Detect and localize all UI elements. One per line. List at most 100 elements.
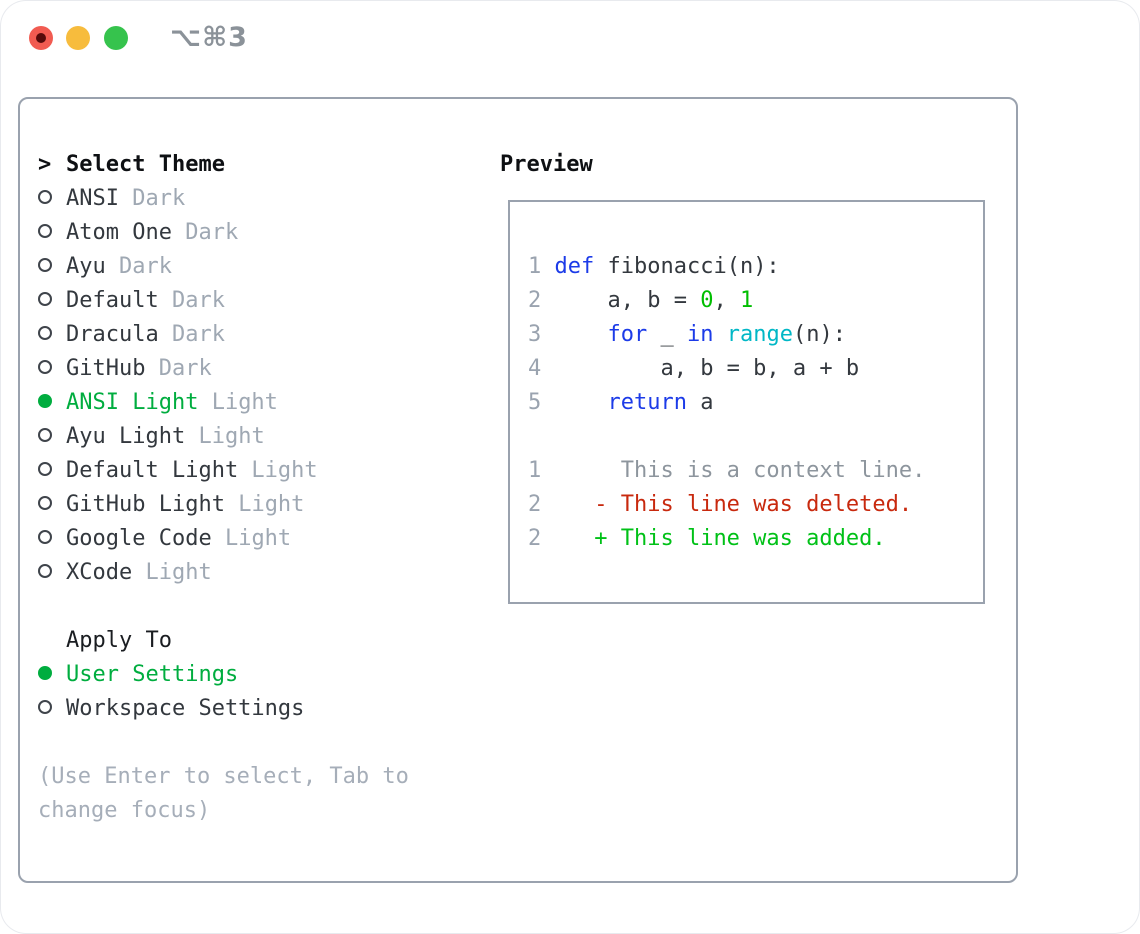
theme-name: Ayu: [66, 254, 106, 279]
line-number: 2: [528, 526, 542, 551]
code-token: [541, 254, 554, 279]
titlebar: ⌥⌘3: [0, 0, 1140, 78]
theme-option-ayu[interactable]: Ayu Dark: [38, 250, 409, 284]
theme-name: Google Code: [66, 526, 212, 551]
code-token-keyword: return: [607, 390, 687, 415]
hint-text-line-2: change focus): [38, 798, 211, 823]
code-line: 1 def fibonacci(n):: [528, 250, 983, 284]
code-token-keyword: def: [554, 254, 595, 279]
theme-option-atom-one[interactable]: Atom One Dark: [38, 216, 409, 250]
radio-icon: [38, 428, 52, 442]
code-token: _: [647, 322, 687, 347]
code-line: 2 + This line was added.: [528, 522, 983, 556]
radio-icon: [38, 190, 52, 204]
theme-option-default-light[interactable]: Default Light Light: [38, 454, 409, 488]
radio-icon: [38, 258, 52, 272]
code-token: a, b =: [541, 288, 701, 313]
apply-option-user-settings[interactable]: User Settings: [38, 658, 409, 692]
spacer: [38, 590, 409, 624]
code-token: [541, 322, 607, 347]
theme-variant-label: Dark: [158, 288, 225, 313]
preview-heading: Preview: [500, 152, 593, 177]
theme-option-github[interactable]: GitHub Dark: [38, 352, 409, 386]
code-line: 2 a, b = 0, 1: [528, 284, 983, 318]
code-token: a, b = b, a + b: [541, 356, 860, 381]
radio-icon: [38, 530, 52, 544]
theme-option-ansi[interactable]: ANSI Dark: [38, 182, 409, 216]
maximize-button[interactable]: [104, 26, 128, 50]
code-token: [713, 322, 726, 347]
radio-icon: [38, 326, 52, 340]
theme-option-default[interactable]: Default Dark: [38, 284, 409, 318]
spacer: [38, 726, 409, 760]
apply-option-workspace-settings[interactable]: Workspace Settings: [38, 692, 409, 726]
theme-variant-label: Dark: [158, 322, 225, 347]
theme-option-ansi-light[interactable]: ANSI Light Light: [38, 386, 409, 420]
minimize-button[interactable]: [66, 26, 90, 50]
close-dot-icon: [36, 33, 46, 43]
code-token: a: [686, 390, 714, 415]
theme-variant-label: Light: [198, 390, 278, 415]
code-token-number: 1: [739, 288, 754, 313]
line-number: 2: [528, 288, 542, 313]
radio-icon: [38, 292, 52, 306]
theme-variant-label: Light: [185, 424, 265, 449]
line-number: 1: [528, 458, 542, 483]
code-token-context: This is a context line.: [541, 458, 926, 483]
radio-icon: [38, 700, 52, 714]
theme-option-github-light[interactable]: GitHub Light Light: [38, 488, 409, 522]
theme-variant-label: Dark: [145, 356, 212, 381]
theme-option-dracula[interactable]: Dracula Dark: [38, 318, 409, 352]
theme-name: ANSI Light: [66, 390, 199, 415]
theme-list-heading: > Select Theme: [38, 148, 409, 182]
line-number: 2: [528, 492, 542, 517]
code-token-builtin: range: [726, 322, 793, 347]
theme-option-google-code[interactable]: Google Code Light: [38, 522, 409, 556]
line-number: 4: [528, 356, 542, 381]
theme-name: Default Light: [66, 458, 239, 483]
code-token-deleted: - This line was deleted.: [594, 492, 913, 517]
code-token: [541, 526, 594, 551]
radio-selected-icon: [38, 666, 52, 680]
apply-to-heading: Apply To: [38, 624, 409, 658]
code-token-keyword: in: [686, 322, 714, 347]
theme-option-ayu-light[interactable]: Ayu Light Light: [38, 420, 409, 454]
prompt-icon: >: [38, 152, 52, 177]
theme-variant-label: Dark: [171, 220, 239, 245]
close-button[interactable]: [29, 26, 53, 50]
apply-option-label: Workspace Settings: [66, 696, 305, 721]
theme-name: Dracula: [66, 322, 159, 347]
code-token: [541, 390, 607, 415]
code-token: [541, 492, 594, 517]
theme-name: Default: [66, 288, 159, 313]
theme-name: ANSI: [66, 186, 119, 211]
theme-option-xcode[interactable]: XCode Light: [38, 556, 409, 590]
theme-name: XCode: [66, 560, 133, 585]
theme-name: GitHub: [66, 356, 146, 381]
hint-text-line-1: (Use Enter to select, Tab to: [38, 764, 409, 789]
radio-icon: [38, 496, 52, 510]
theme-list-title: Select Theme: [66, 152, 225, 177]
code-token-number: 0: [700, 288, 714, 313]
radio-icon: [38, 360, 52, 374]
apply-to-title: Apply To: [66, 628, 172, 653]
theme-name: Ayu Light: [66, 424, 186, 449]
theme-name: GitHub Light: [66, 492, 225, 517]
code-token: (n):: [792, 322, 846, 347]
theme-variant-label: Dark: [105, 254, 172, 279]
radio-icon: [38, 462, 52, 476]
code-token-added: + This line was added.: [594, 526, 886, 551]
line-number: 5: [528, 390, 542, 415]
code-line: 2 - This line was deleted.: [528, 488, 983, 522]
radio-icon: [38, 224, 52, 238]
radio-icon: [38, 564, 52, 578]
theme-variant-label: Light: [224, 492, 305, 517]
theme-name: Atom One: [66, 220, 172, 245]
line-number: 3: [528, 322, 542, 347]
theme-variant-label: Dark: [118, 186, 186, 211]
